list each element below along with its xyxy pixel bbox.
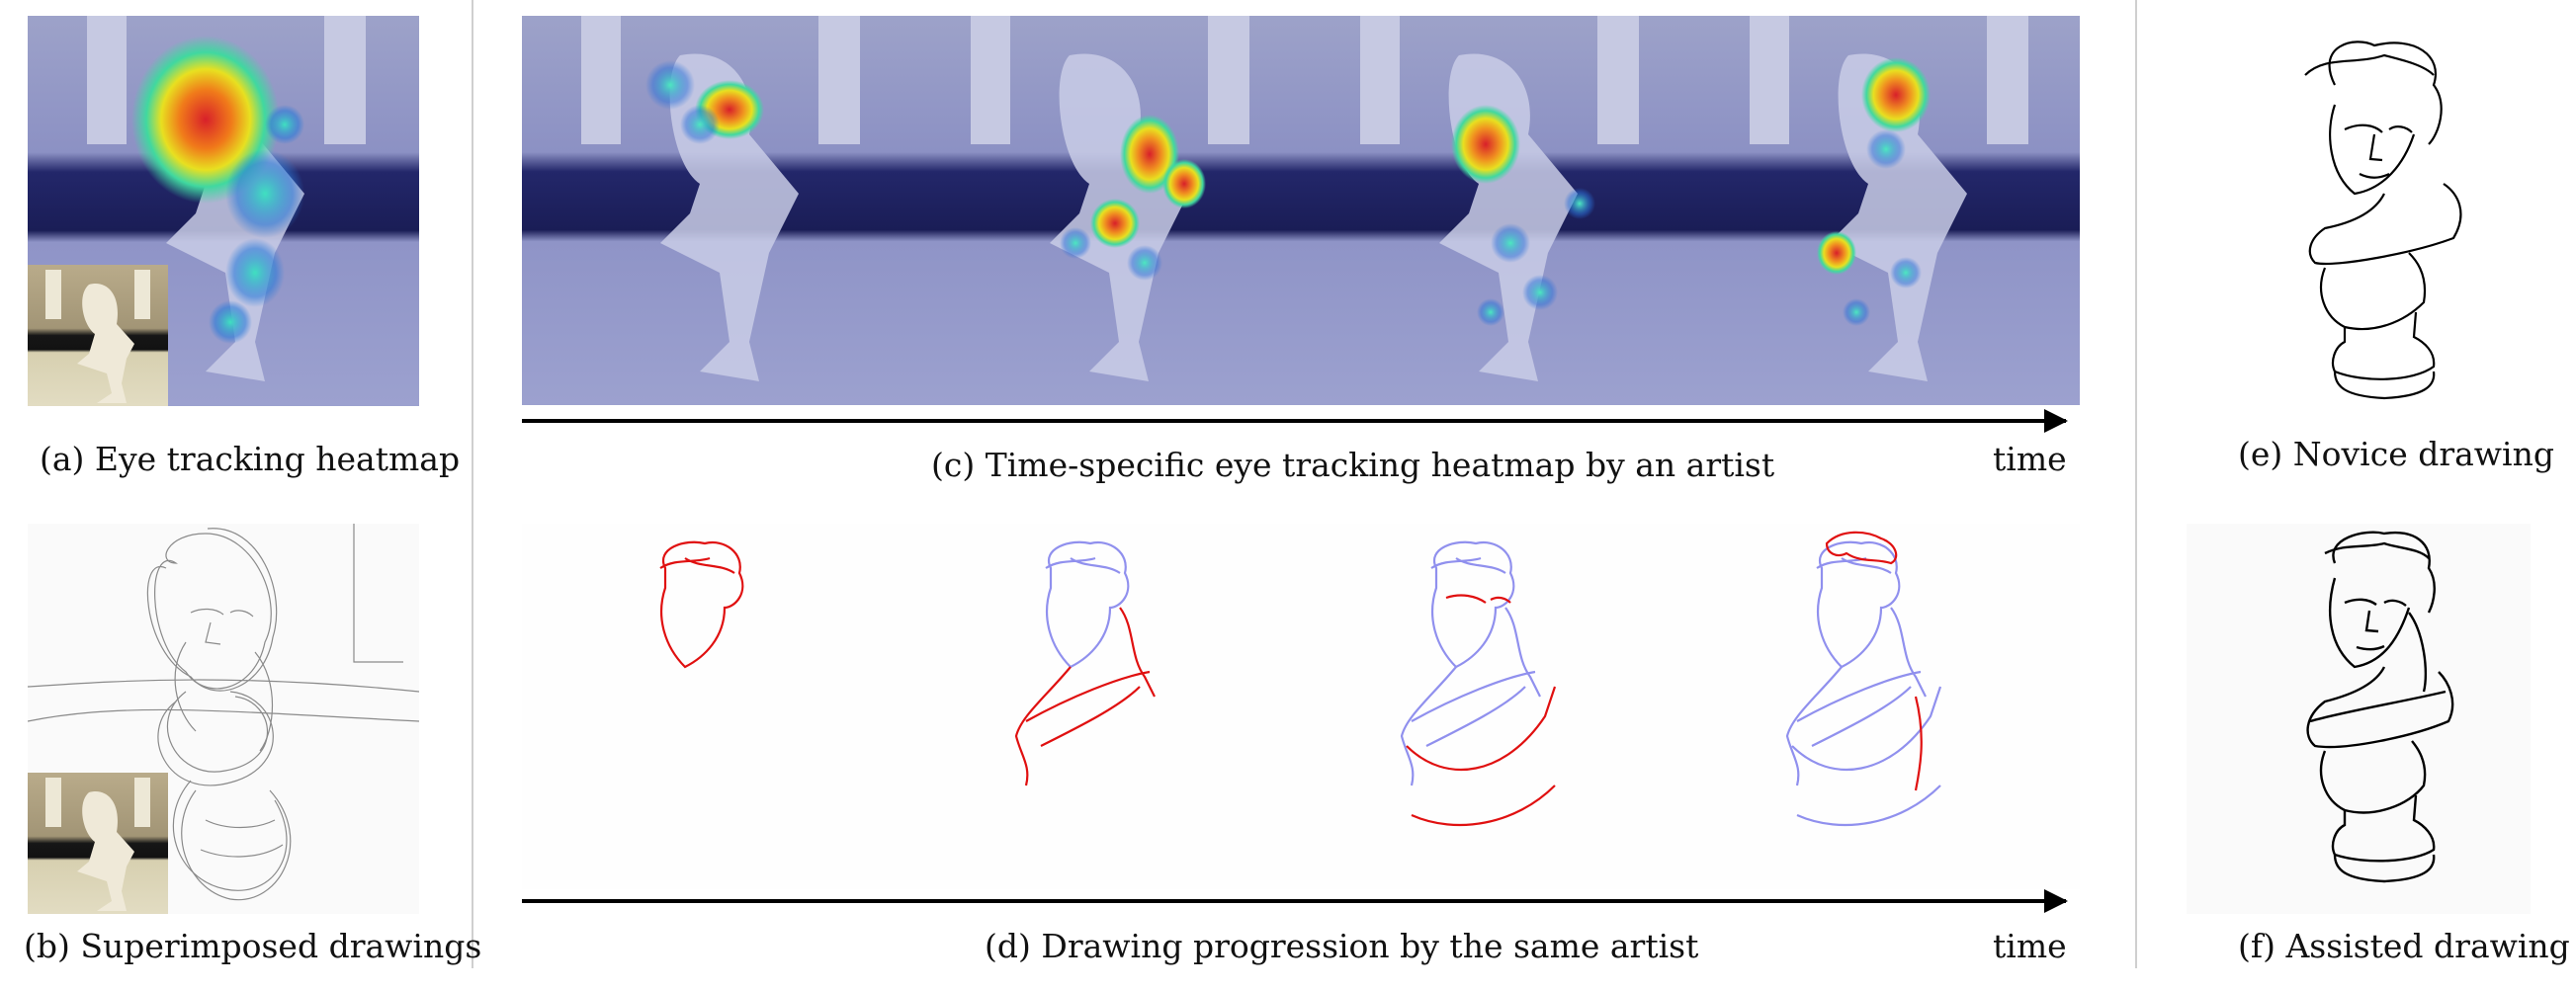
right-arrow-icon — [522, 889, 2068, 913]
time-label-d: time — [1993, 927, 2067, 965]
caption-b: (b) Superimposed drawings — [24, 927, 482, 965]
caption-a: (a) Eye tracking heatmap — [40, 440, 461, 478]
drawing-progression-image — [522, 524, 2080, 889]
heatmap-sequence-image — [522, 16, 2080, 405]
caption-e: (e) Novice drawing — [2238, 435, 2554, 473]
reference-photo-thumbnail — [28, 773, 168, 914]
eye-tracking-heatmap-image — [28, 16, 419, 406]
divider-left — [472, 0, 473, 968]
caption-c: (c) Time-specific eye tracking heatmap b… — [931, 446, 1775, 484]
reference-photo-thumbnail — [28, 265, 168, 406]
novice-drawing-image — [2187, 16, 2531, 406]
caption-d: (d) Drawing progression by the same arti… — [985, 927, 1699, 965]
assisted-drawing-image — [2187, 524, 2531, 914]
superimposed-drawings-image — [28, 524, 419, 914]
right-arrow-icon — [522, 409, 2068, 433]
time-label-c: time — [1993, 440, 2067, 478]
caption-f: (f) Assisted drawing — [2238, 927, 2570, 965]
divider-right — [2135, 0, 2137, 968]
